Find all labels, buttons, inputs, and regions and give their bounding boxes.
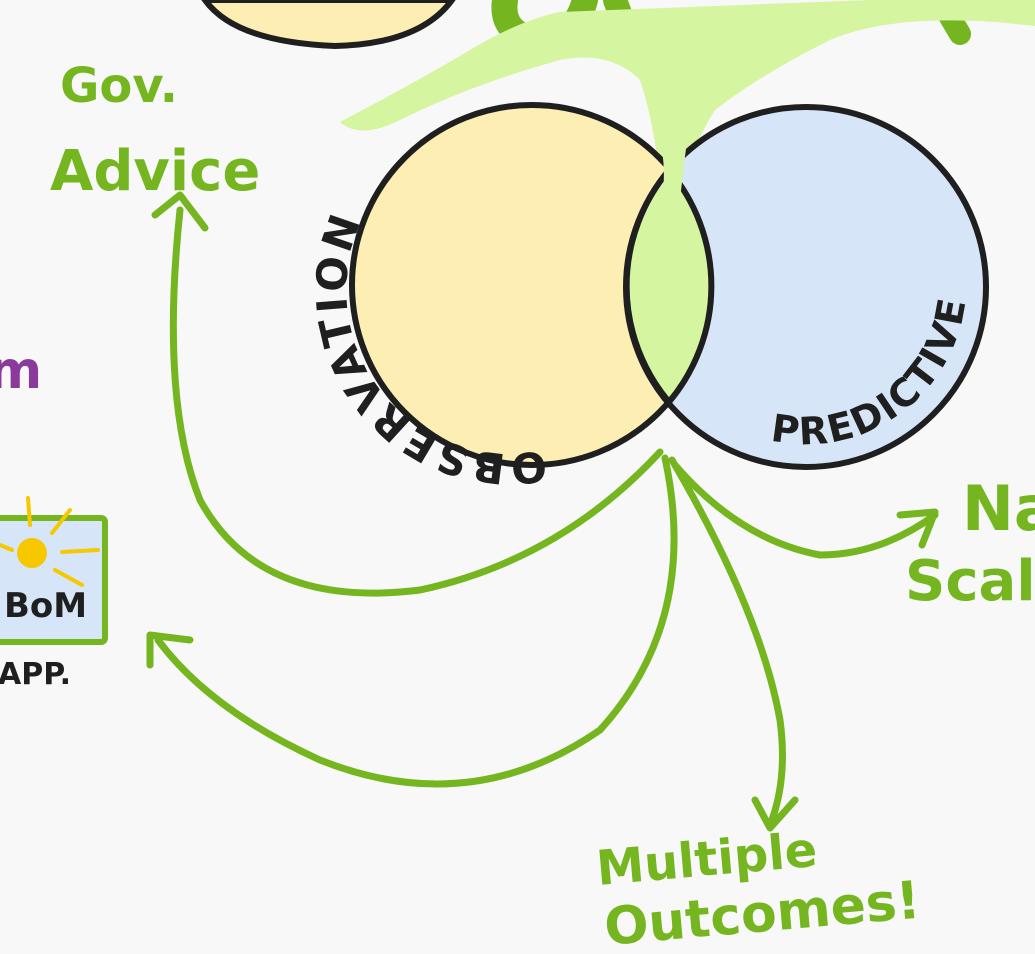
arrow-to-bom-app (154, 454, 678, 788)
top-partial-bubble (201, 0, 456, 50)
arrowhead-multiple-outcomes (751, 796, 799, 832)
venn-intersection (623, 165, 715, 407)
drip-into-intersection (655, 120, 690, 200)
national-scale-label: Na Scale (905, 472, 1035, 614)
arrow-to-multiple-outcomes (668, 456, 786, 829)
gov-advice-label: Gov. Advice (50, 58, 260, 204)
arrowhead-bom-app (146, 631, 194, 669)
sun-weather-app-icon: BoM (0, 496, 108, 645)
arrowhead-national-scale (896, 508, 939, 549)
green-drip-shape (340, 0, 1035, 190)
scale-partial: Scale (905, 549, 1035, 614)
gov-line1: Gov. (60, 58, 178, 114)
venn-diagram (349, 102, 989, 470)
arrow-to-national-scale (671, 461, 939, 559)
multiple-outcomes-label: Multiple Outcomes! (594, 822, 923, 954)
app-label: APP. (0, 657, 71, 692)
national-partial: Na (962, 472, 1035, 545)
bom-label: BoM (4, 586, 87, 626)
purple-partial-letter: m (0, 341, 42, 401)
arrows (146, 191, 939, 832)
gov-line2: Advice (50, 139, 260, 204)
arrow-to-gov-advice (169, 206, 664, 597)
arrowhead-gov-advice (151, 191, 209, 232)
